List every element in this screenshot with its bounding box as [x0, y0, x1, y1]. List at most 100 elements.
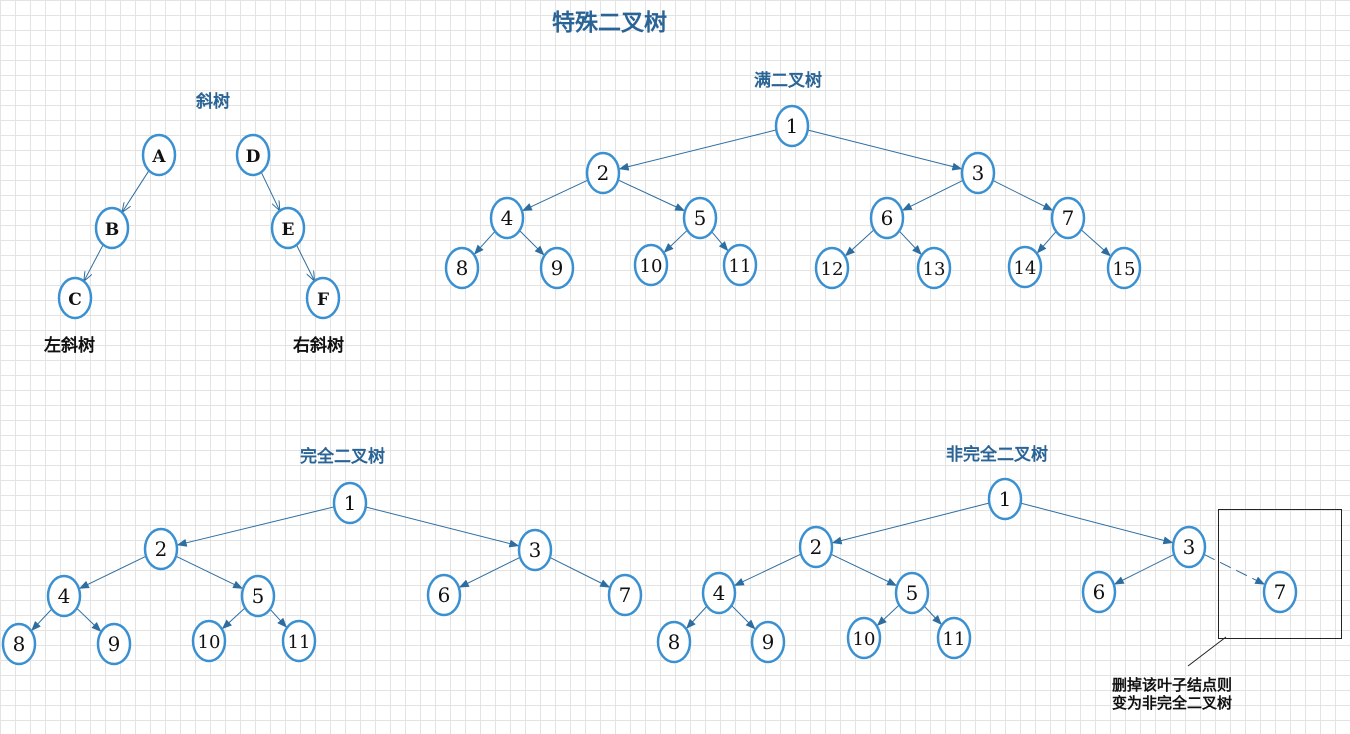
node-label: 2 — [155, 537, 168, 561]
edge-complete-n5-n10 — [221, 607, 246, 630]
node-label: 2 — [597, 161, 610, 185]
edge-complete-n1-n3 — [365, 506, 520, 548]
node-circle — [270, 206, 306, 250]
node-circle — [894, 571, 930, 615]
node-complete-n7: 7 — [607, 573, 643, 617]
node-circle — [281, 619, 317, 663]
node-circle — [987, 477, 1023, 521]
node-complete-n5: 5 — [240, 574, 276, 618]
node-label: 5 — [906, 581, 919, 605]
node-label: 10 — [640, 256, 663, 277]
node-circle — [539, 246, 575, 290]
node-full-n10: 10 — [633, 243, 669, 287]
edge-non-complete-n1-n3 — [1020, 502, 1174, 545]
node-circle — [869, 196, 905, 240]
skewed-tree-title: 斜树 — [196, 92, 230, 112]
node-circle — [701, 571, 737, 615]
edge-full-n5-n10 — [663, 229, 688, 253]
node-full-n9: 9 — [539, 246, 575, 290]
node-label: 14 — [1014, 258, 1037, 279]
node-label: 4 — [501, 206, 514, 230]
node-complete-n8: 8 — [1, 622, 37, 666]
edge-full-n2-n4 — [521, 179, 589, 212]
node-label: 1 — [786, 114, 799, 138]
edge-full-n2-n5 — [617, 179, 685, 212]
node-complete-n1: 1 — [332, 481, 368, 525]
edge-complete-n2-n5 — [175, 555, 244, 589]
node-complete-n11: 11 — [281, 619, 317, 663]
node-label: 4 — [713, 581, 726, 605]
node-non-complete-n9: 9 — [750, 620, 786, 664]
node-circle — [814, 246, 850, 290]
node-label: E — [282, 220, 295, 240]
node-label: 6 — [1093, 580, 1106, 604]
node-circle — [96, 622, 132, 666]
node-complete-n10: 10 — [191, 619, 227, 663]
node-label: 4 — [58, 584, 71, 608]
node-circle — [1007, 245, 1043, 289]
node-circle — [489, 196, 525, 240]
node-label: 7 — [619, 583, 632, 607]
node-label: 6 — [438, 583, 451, 607]
node-circle — [94, 206, 130, 250]
node-label: 6 — [881, 206, 894, 230]
edge-non-complete-n2-n4 — [733, 553, 802, 586]
node-label: 3 — [529, 538, 542, 562]
edge-non-complete-n4-n8 — [686, 605, 708, 629]
edge-full-n6-n12 — [844, 229, 875, 257]
node-complete-n6: 6 — [426, 573, 462, 617]
node-non-complete-n7: 7 — [1262, 570, 1298, 614]
node-label: 11 — [943, 629, 966, 650]
node-circle — [143, 527, 179, 571]
node-label: F — [317, 290, 329, 310]
node-circle — [916, 246, 952, 290]
node-circle — [1262, 570, 1298, 614]
edge-non-complete-n1-n2 — [831, 502, 990, 545]
node-circle — [750, 620, 786, 664]
node-skew-right-D: D — [235, 133, 271, 177]
node-label: 10 — [198, 632, 221, 653]
node-circle — [240, 574, 276, 618]
edge-full-n3-n6 — [901, 179, 964, 211]
edge-complete-n1-n2 — [176, 506, 335, 547]
node-circle — [332, 481, 368, 525]
edge-full-n3-n7 — [992, 179, 1054, 211]
edge-skew-right-E-F — [296, 244, 314, 280]
page-title: 特殊二叉树 — [552, 9, 667, 36]
node-full-n13: 13 — [916, 246, 952, 290]
left-skewed-label: 左斜树 — [44, 336, 95, 356]
edge-skew-left-B-C — [84, 244, 104, 281]
node-circle — [235, 133, 271, 177]
node-label: 11 — [729, 256, 752, 277]
node-label: 7 — [1274, 580, 1287, 604]
removed-leaf-box — [1218, 509, 1342, 639]
node-full-n6: 6 — [869, 196, 905, 240]
node-full-n1: 1 — [774, 104, 810, 148]
edge-non-complete-n5-n11 — [923, 605, 942, 625]
edge-complete-n4-n8 — [31, 608, 53, 632]
node-circle — [774, 104, 810, 148]
node-label: 9 — [108, 632, 121, 656]
node-circle — [936, 616, 972, 660]
node-label: A — [151, 147, 166, 167]
node-label: 9 — [762, 630, 775, 654]
node-non-complete-n4: 4 — [701, 571, 737, 615]
node-circle — [1171, 525, 1207, 569]
node-label: 5 — [694, 206, 707, 230]
node-skew-left-B: B — [94, 206, 130, 250]
edge-non-complete-n3-n6 — [1113, 553, 1175, 585]
node-full-n2: 2 — [585, 151, 621, 195]
node-label: C — [68, 290, 82, 310]
non-complete-tree-title: 非完全二叉树 — [946, 445, 1048, 465]
edge-non-complete-n5-n10 — [876, 604, 900, 626]
node-circle — [846, 616, 882, 660]
node-label: 8 — [456, 256, 469, 280]
node-full-n7: 7 — [1050, 196, 1086, 240]
node-non-complete-n1: 1 — [987, 477, 1023, 521]
node-skew-right-E: E — [270, 206, 306, 250]
node-skew-right-F: F — [305, 276, 341, 320]
node-label: 13 — [923, 259, 946, 280]
node-complete-n3: 3 — [517, 528, 553, 572]
node-circle — [57, 276, 93, 320]
